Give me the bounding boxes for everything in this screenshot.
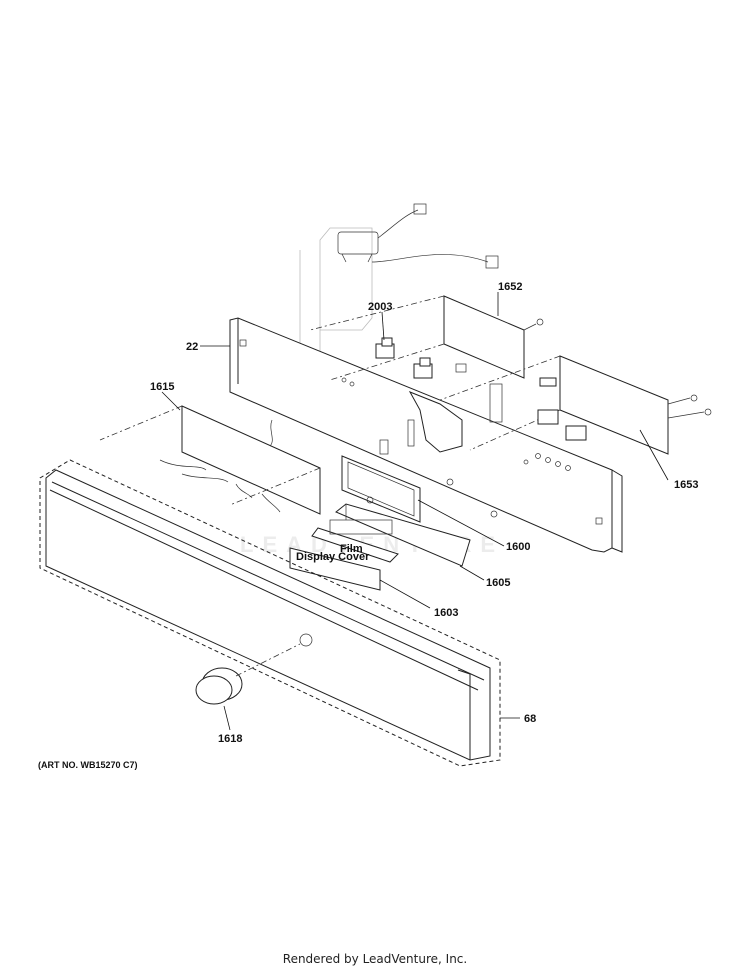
knob-1618 (195, 643, 301, 705)
film-label: Film (340, 543, 363, 555)
callout-1618: 1618 (218, 733, 242, 745)
relays-2003 (375, 337, 433, 379)
leader-1603 (379, 579, 431, 609)
callout-1653: 1653 (674, 479, 698, 491)
leader-1618 (223, 705, 231, 731)
board-1653 (439, 355, 712, 455)
leader-2003 (381, 311, 385, 341)
film-and-cover-1603: Film Display Cover (289, 519, 399, 591)
callout-1615: 1615 (150, 381, 174, 393)
leader-1653 (639, 429, 669, 481)
footer-credit: Rendered by LeadVenture, Inc. (282, 952, 468, 966)
board-1652 (309, 295, 544, 423)
callout-1652: 1652 (498, 281, 522, 293)
display-cover-label: Display Cover (296, 551, 370, 563)
art-number: (ART NO. WB15270 C7) (38, 760, 138, 770)
display-1600 (341, 455, 454, 523)
leader-1600 (417, 499, 505, 547)
control-panel-68 (39, 459, 501, 767)
board-1615 (99, 405, 321, 515)
callout-22: 22 (186, 341, 198, 353)
callout-68: 68 (524, 713, 536, 725)
leader-1615 (161, 391, 181, 411)
transformer-ghost (299, 203, 499, 360)
callout-1603: 1603 (434, 607, 458, 619)
callout-2003: 2003 (368, 301, 392, 313)
board-1605 (335, 503, 498, 567)
leader-1605 (459, 565, 485, 581)
callout-1600: 1600 (506, 541, 530, 553)
main-bracket (229, 317, 623, 553)
callout-1605: 1605 (486, 577, 510, 589)
